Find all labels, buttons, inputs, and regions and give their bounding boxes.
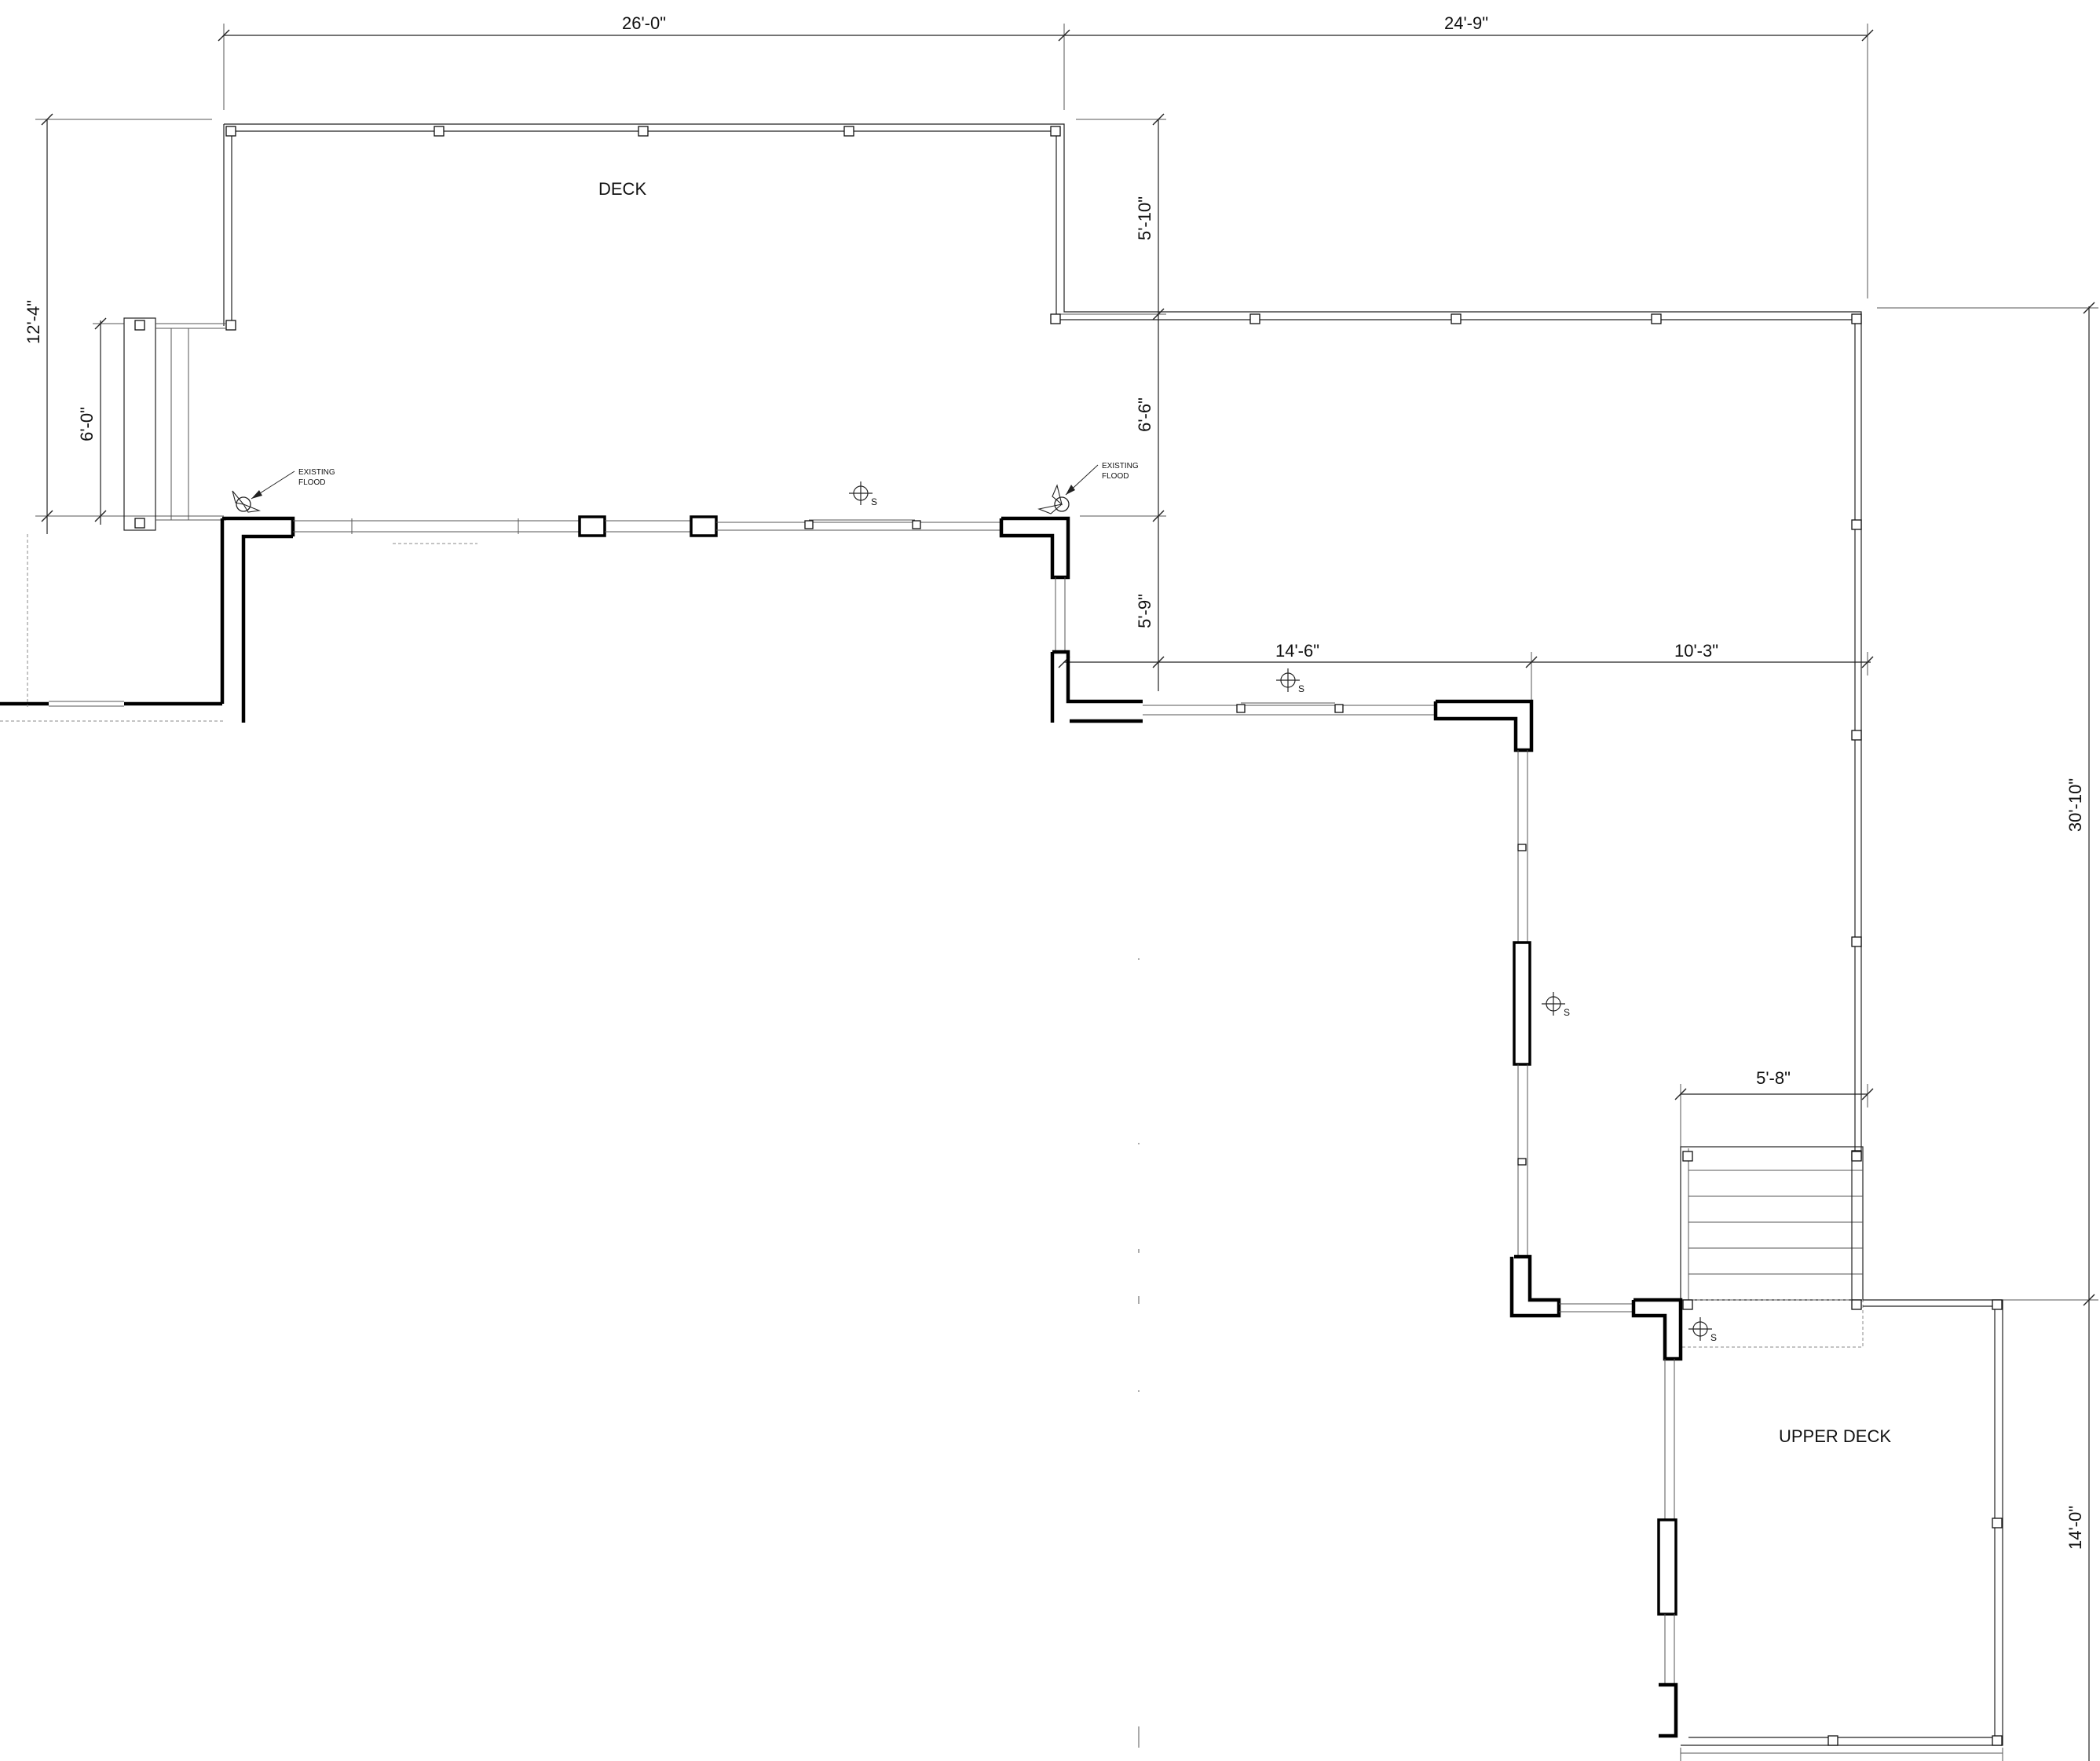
flood-light-right xyxy=(1037,464,1099,514)
upper-deck-railing xyxy=(1681,1159,2003,1746)
upper-deck-label: UPPER DECK xyxy=(1779,1426,1891,1446)
dim-30-10: 30'-10" xyxy=(2065,778,2085,832)
deck-label: DECK xyxy=(598,179,646,199)
dim-5-9: 5'-9" xyxy=(1135,594,1154,628)
dimension-lines xyxy=(35,24,2098,1761)
switch-label-4: S xyxy=(1710,1332,1717,1343)
dim-6-6: 6'-6" xyxy=(1135,397,1154,432)
flood-left-line1: EXISTING xyxy=(298,468,335,477)
house-walls xyxy=(0,515,1683,1748)
dim-10-3: 10'-3" xyxy=(1674,641,1718,661)
switch-label-1: S xyxy=(871,496,877,507)
dim-stair-6-0: 6'-0" xyxy=(77,407,97,441)
dim-5-10: 5'-10" xyxy=(1135,196,1154,240)
dim-14-6: 14'-6" xyxy=(1275,641,1319,661)
dim-left-12-4: 12'-4" xyxy=(24,300,43,344)
upper-deck-stair xyxy=(1680,1146,1864,1348)
left-stair xyxy=(123,317,226,531)
flood-left-line2: FLOOD xyxy=(298,478,325,487)
switch-label-2: S xyxy=(1298,683,1304,694)
flood-right-line2: FLOOD xyxy=(1102,472,1129,481)
flood-right-line1: EXISTING xyxy=(1102,462,1139,470)
dim-14-0: 14'-0" xyxy=(2065,1506,2085,1550)
switch-label-3: S xyxy=(1564,1007,1570,1018)
deck-railing xyxy=(223,123,1862,1161)
dim-top-right: 24'-9" xyxy=(1444,13,1488,33)
flood-light-left xyxy=(232,470,295,513)
dim-top-left: 26'-0" xyxy=(622,13,666,33)
dim-5-8: 5'-8" xyxy=(1756,1068,1791,1088)
fixture-symbols xyxy=(848,481,1713,1342)
